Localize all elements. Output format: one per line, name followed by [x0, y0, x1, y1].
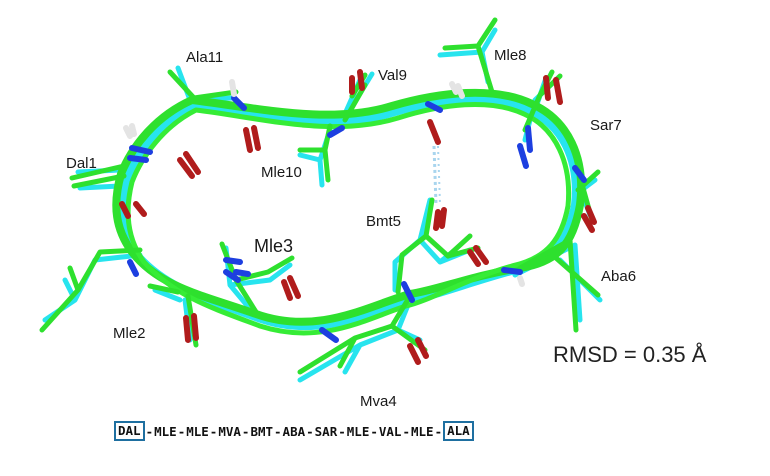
sequence-residue: MVA: [218, 423, 241, 439]
sequence-separator: -: [306, 423, 314, 439]
green-backbone-ribbon-2: [125, 101, 572, 336]
label-sar7: Sar7: [590, 117, 622, 134]
label-bmt5: Bmt5: [366, 213, 401, 230]
label-mle3: Mle3: [254, 236, 293, 256]
sequence-separator: -: [209, 423, 218, 439]
sequence-separator: -: [145, 423, 154, 439]
sequence-residue: DAL: [114, 421, 145, 441]
sequence-separator: -: [241, 423, 250, 439]
label-val9: Val9: [378, 67, 407, 84]
rmsd-value: RMSD = 0.35 Å: [553, 342, 707, 367]
sequence-residue: MLE: [346, 423, 370, 439]
sequence-separator: -: [434, 423, 443, 439]
sequence-strip: DAL-MLE-MLE-MVA-BMT-ABA-SAR-MLE-VAL-MLE-…: [114, 421, 474, 441]
sequence-separator: -: [274, 423, 282, 439]
label-mle8: Mle8: [494, 47, 527, 64]
sequence-separator: -: [370, 423, 378, 439]
label-mle2: Mle2: [113, 325, 146, 342]
sequence-residue: VAL: [378, 423, 402, 439]
sequence-separator: -: [177, 423, 186, 439]
sequence-residue: MLE: [186, 423, 209, 439]
nitrogen-atoms: [127, 95, 587, 343]
label-mva4: Mva4: [360, 393, 397, 410]
sequence-separator: -: [402, 423, 410, 439]
label-aba6: Aba6: [601, 268, 636, 285]
oxygen-atoms: [119, 69, 597, 365]
sequence-residue: SAR: [314, 423, 338, 439]
label-ala11: Ala11: [186, 49, 223, 66]
hydrogen-bond-2: [437, 145, 441, 205]
sequence-residue: ABA: [282, 423, 306, 439]
label-mle10: Mle10: [261, 164, 302, 181]
hydrogen-atoms: [123, 79, 525, 287]
sequence-separator: -: [338, 423, 346, 439]
hydrogen-bond: [432, 145, 438, 205]
sequence-residue: MLE: [410, 423, 434, 439]
label-dal1: Dal1: [66, 155, 97, 172]
sequence-residue: BMT: [250, 423, 274, 439]
sequence-residue: ALA: [443, 421, 474, 441]
sequence-residue: MLE: [154, 423, 177, 439]
